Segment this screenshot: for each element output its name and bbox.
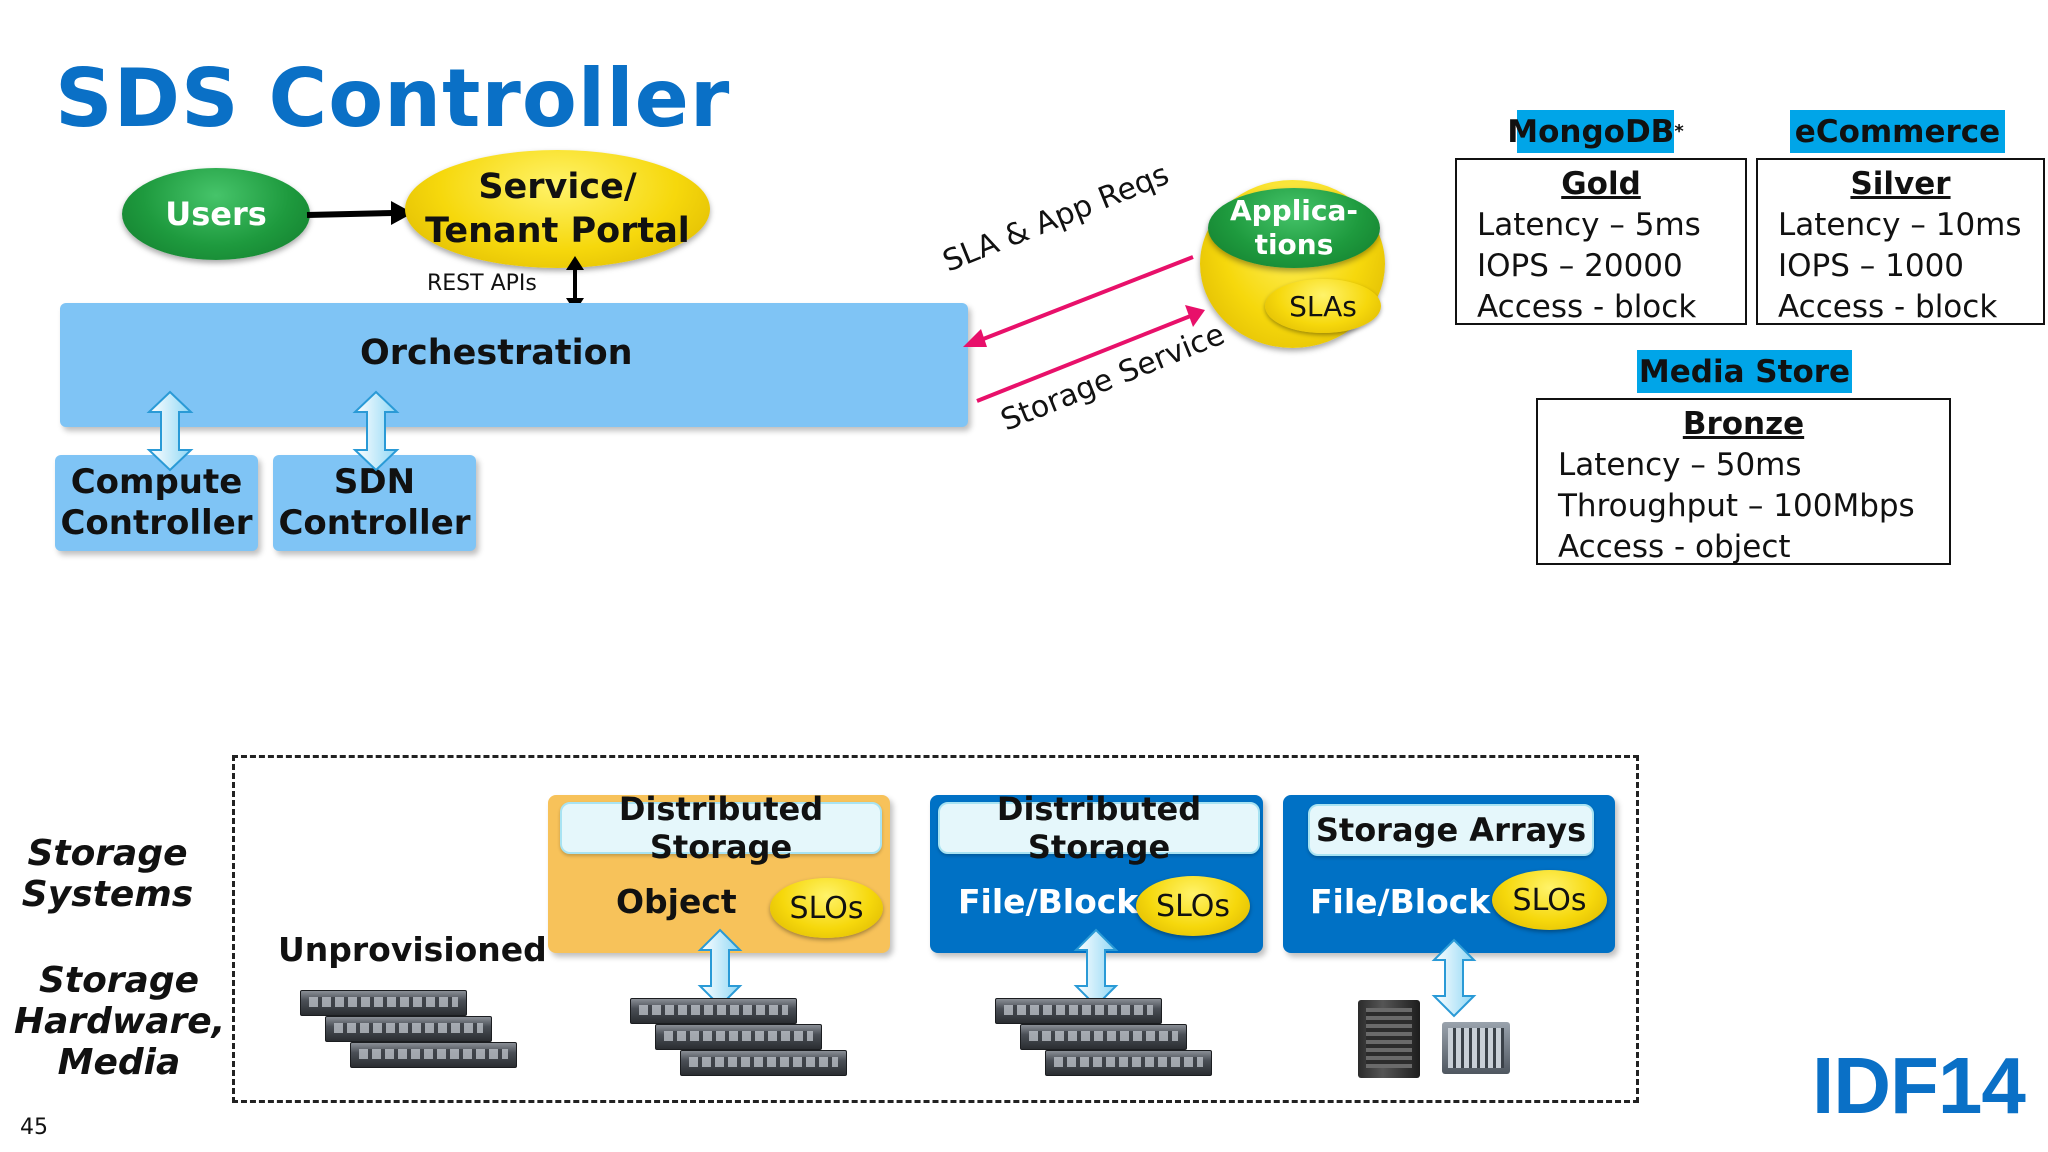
media-latency: Latency – 50ms bbox=[1558, 447, 1802, 483]
media-store-sla-box: Bronze Latency – 50ms Throughput – 100Mb… bbox=[1536, 398, 1951, 565]
unprovisioned-label: Unprovisioned bbox=[278, 930, 547, 969]
object-type-label: Object bbox=[616, 882, 737, 921]
ecommerce-latency: Latency – 10ms bbox=[1778, 207, 2022, 243]
applications-inner-ellipse: Applica- tions bbox=[1208, 188, 1380, 268]
sdn-double-arrow bbox=[352, 390, 400, 472]
sdn-controller-box: SDN Controller bbox=[273, 455, 476, 551]
object-slos: SLOs bbox=[770, 878, 883, 938]
media-store-tag-label: Media Store bbox=[1638, 353, 1851, 390]
storage-array-tower-icon bbox=[1358, 1000, 1420, 1078]
tenant-portal-ellipse: Service/ Tenant Portal bbox=[405, 150, 710, 268]
users-to-portal-arrow bbox=[306, 201, 413, 225]
mongodb-tag: MongoDB* bbox=[1507, 110, 1684, 153]
arrays-panel-head: Storage Arrays bbox=[1308, 804, 1594, 856]
ecommerce-tag-label: eCommerce bbox=[1794, 113, 2001, 150]
compute-line1: Compute bbox=[70, 462, 243, 502]
storage-systems-line1: Storage bbox=[27, 833, 188, 874]
object-panel-head: Distributed Storage bbox=[560, 790, 882, 866]
mongodb-tag-sup: * bbox=[1674, 121, 1684, 142]
fileblock-slos-label: SLOs bbox=[1156, 888, 1230, 924]
fileblock-type-label: File/Block bbox=[958, 882, 1139, 921]
mongodb-tier: Gold bbox=[1561, 166, 1641, 202]
object-slos-label: SLOs bbox=[789, 890, 864, 926]
sla-arrows bbox=[963, 255, 1205, 403]
media-store-tag: Media Store bbox=[1637, 350, 1852, 393]
slas-ellipse: SLAs bbox=[1265, 279, 1381, 333]
mongodb-iops: IOPS – 20000 bbox=[1477, 248, 1683, 284]
idf14-logo: IDF14 bbox=[1812, 1040, 2026, 1132]
page-number: 45 bbox=[20, 1115, 48, 1140]
fileblock-double-arrow bbox=[1073, 928, 1119, 1008]
arrays-double-arrow bbox=[1431, 938, 1477, 1018]
object-servers bbox=[630, 998, 860, 1080]
slas-label: SLAs bbox=[1289, 289, 1357, 323]
fileblock-slos: SLOs bbox=[1136, 876, 1250, 936]
arrays-type-label: File/Block bbox=[1310, 882, 1491, 921]
media-tier: Bronze bbox=[1682, 406, 1805, 442]
storage-hardware-label: Storage Hardware, Media bbox=[14, 960, 226, 1083]
fileblock-panel-head: Distributed Storage bbox=[938, 790, 1260, 866]
media-access: Access - object bbox=[1558, 529, 1791, 565]
users-label: Users bbox=[165, 195, 267, 233]
sdn-line2: Controller bbox=[278, 503, 471, 543]
compute-controller-box: Compute Controller bbox=[55, 455, 258, 551]
mongodb-sla-box: Gold Latency – 5ms IOPS – 20000 Access -… bbox=[1455, 158, 1747, 325]
media-throughput: Throughput – 100Mbps bbox=[1558, 488, 1915, 524]
storage-hardware-line1: Storage bbox=[38, 960, 200, 1001]
portal-line1: Service/ bbox=[478, 167, 637, 207]
storage-hardware-line2: Hardware, bbox=[14, 1001, 226, 1042]
ecommerce-access: Access - block bbox=[1778, 289, 1998, 325]
ecommerce-sla-box: Silver Latency – 10ms IOPS – 1000 Access… bbox=[1756, 158, 2045, 325]
portal-line2: Tenant Portal bbox=[425, 211, 690, 251]
rest-apis-label: REST APIs bbox=[427, 271, 537, 296]
compute-double-arrow bbox=[146, 390, 194, 472]
compute-line2: Controller bbox=[60, 503, 253, 543]
users-ellipse: Users bbox=[122, 168, 310, 260]
orchestration-label: Orchestration bbox=[360, 333, 633, 373]
applications-line2: tions bbox=[1254, 228, 1334, 261]
mongodb-tag-label: MongoDB bbox=[1507, 113, 1675, 150]
storage-dashed-container bbox=[232, 755, 1639, 1103]
logo-text: IDF14 bbox=[1812, 1041, 2026, 1130]
arrays-slos-label: SLOs bbox=[1512, 882, 1587, 918]
ecommerce-iops: IOPS – 1000 bbox=[1778, 248, 1965, 284]
mongodb-access: Access - block bbox=[1477, 289, 1697, 325]
ecommerce-tier: Silver bbox=[1850, 166, 1951, 202]
arrays-slos: SLOs bbox=[1492, 870, 1607, 930]
unprovisioned-servers bbox=[300, 990, 520, 1070]
object-double-arrow bbox=[697, 928, 743, 1008]
orchestration-box: Orchestration bbox=[60, 303, 968, 427]
applications-line1: Applica- bbox=[1229, 194, 1359, 227]
storage-systems-label: Storage Systems bbox=[20, 833, 195, 915]
page-title: SDS Controller bbox=[55, 52, 731, 145]
ecommerce-tag: eCommerce bbox=[1790, 110, 2005, 153]
fileblock-servers bbox=[995, 998, 1225, 1080]
storage-systems-line2: Systems bbox=[21, 874, 194, 915]
storage-hardware-line3: Media bbox=[57, 1042, 181, 1083]
storage-array-blade-icon bbox=[1442, 1022, 1510, 1074]
mongodb-latency: Latency – 5ms bbox=[1477, 207, 1701, 243]
